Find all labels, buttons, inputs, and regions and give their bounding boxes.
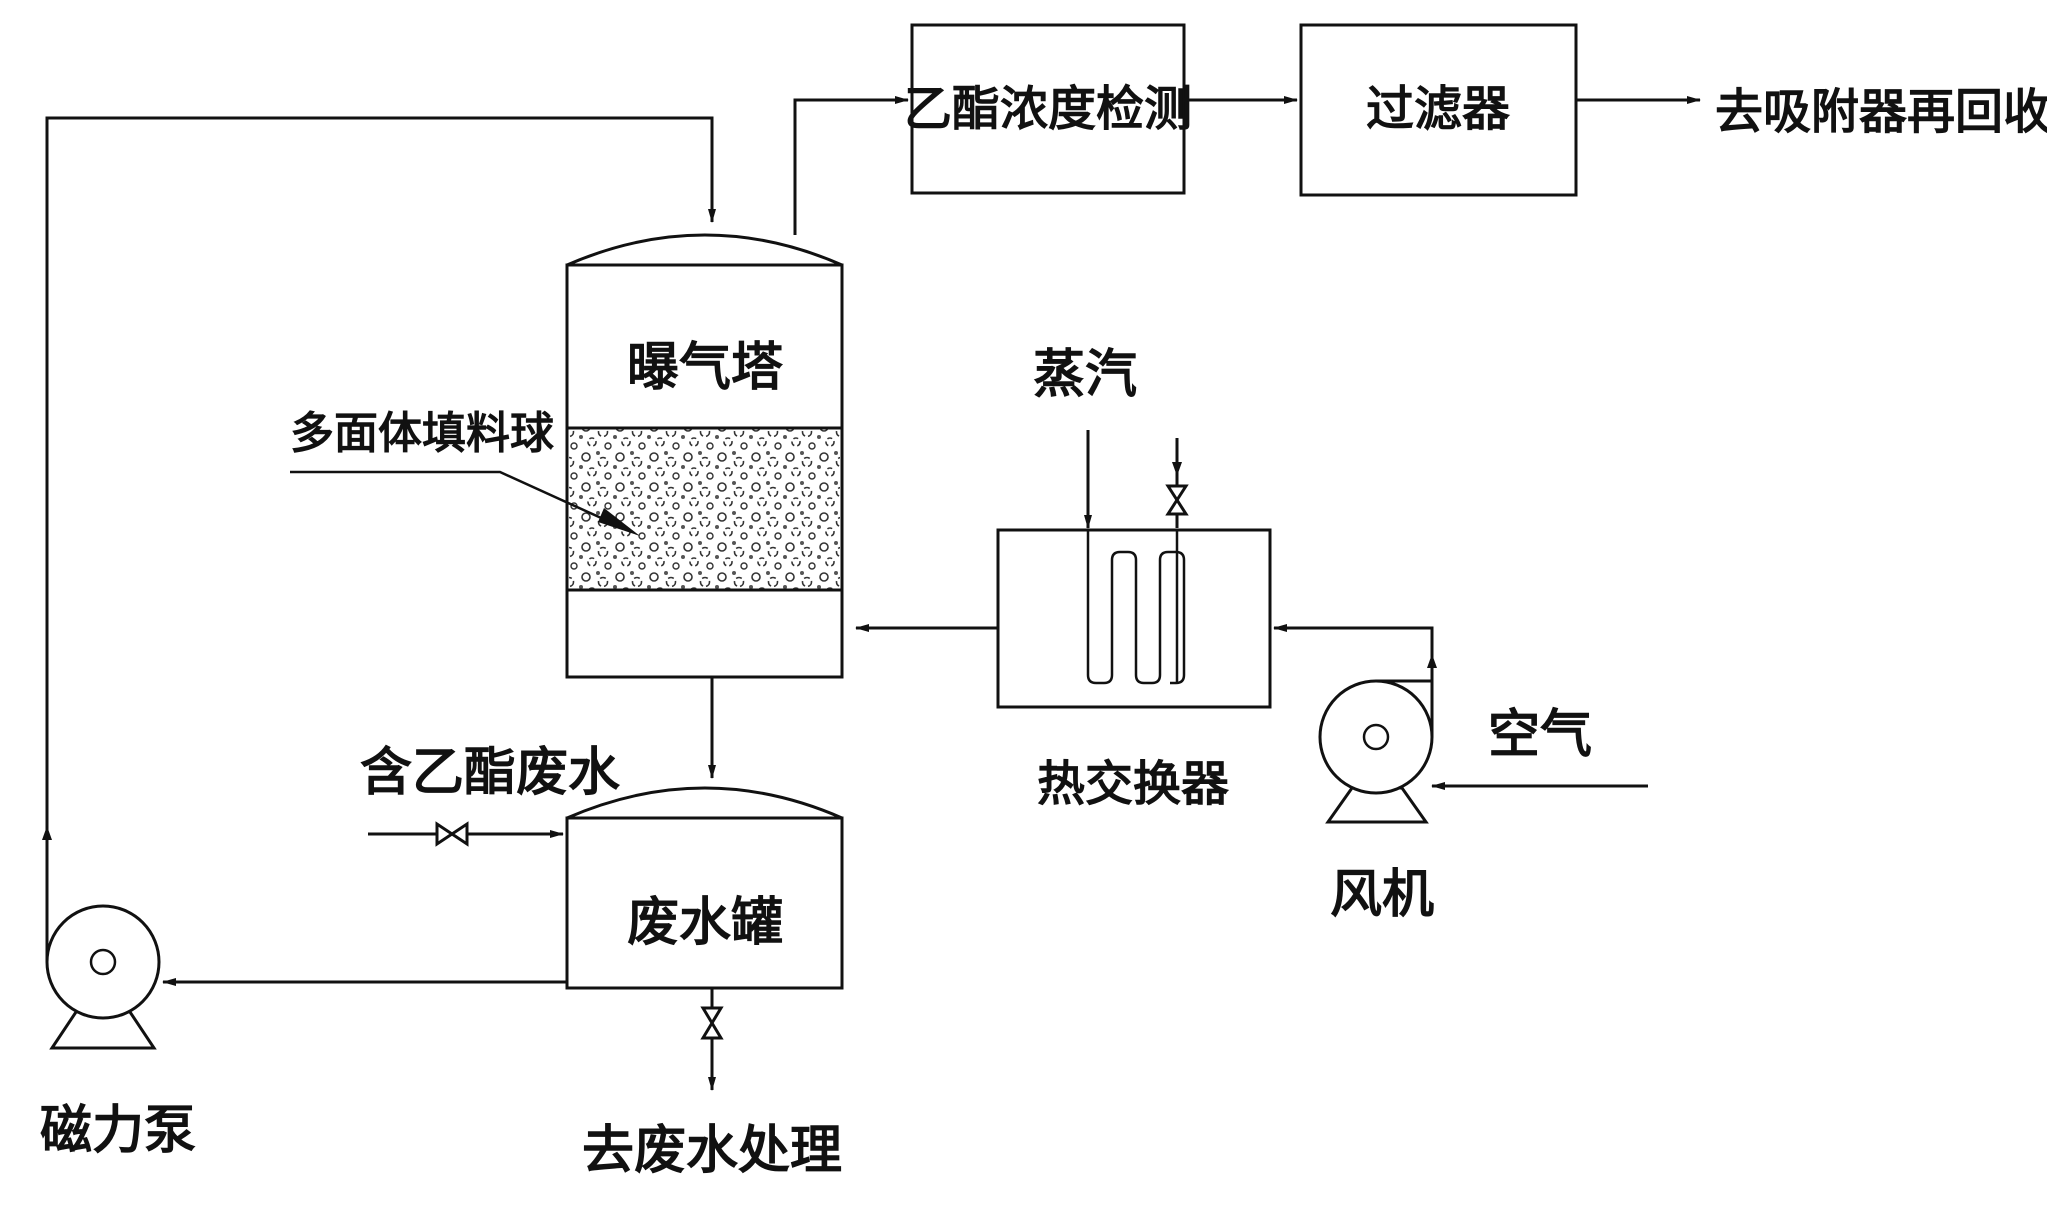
ester-detection-box <box>910 23 1186 195</box>
heat-exchanger-coil <box>1086 530 1186 685</box>
aeration-tower-dome <box>566 233 843 267</box>
packing-ball-arrowhead <box>598 508 640 536</box>
magnetic-pump <box>45 904 161 1050</box>
filter-box <box>1299 23 1578 197</box>
steam-label: 蒸汽 <box>1033 345 1137 405</box>
wastewater-tank <box>565 816 844 990</box>
aeration-tower-label: 曝气塔 <box>627 338 784 398</box>
recirculation-up-arrowhead <box>42 826 52 840</box>
packing-ball-label: 多面体填料球 <box>290 408 555 459</box>
heat-exchanger <box>996 528 1272 709</box>
ester-detection-label: 乙酯浓度检测 <box>904 81 1192 137</box>
condensate-valve[interactable] <box>1165 484 1189 516</box>
ester-wastewater-valve[interactable] <box>435 821 469 847</box>
wastewater-tank-dome <box>566 786 843 820</box>
fan-to-exchanger-line <box>1273 624 1434 700</box>
tower-to-detection-line <box>793 96 909 235</box>
tank-drain-valve[interactable] <box>700 1006 724 1040</box>
ester-wastewater-label: 含乙酯废水 <box>360 743 621 803</box>
condensate-arrowhead <box>1172 462 1182 476</box>
packing-bed <box>569 428 840 590</box>
packing-ball-leader <box>290 470 633 534</box>
air-label: 空气 <box>1488 705 1592 765</box>
magnetic-pump-label: 磁力泵 <box>40 1101 196 1161</box>
wastewater-tank-label: 废水罐 <box>627 893 783 953</box>
fan <box>1318 679 1434 824</box>
filter-label: 过滤器 <box>1366 81 1511 137</box>
recirculation-line <box>45 116 716 962</box>
heat-exchanger-label: 热交换器 <box>1037 756 1230 812</box>
to-adsorber-label: 去吸附器再回收 <box>1715 84 2047 140</box>
fan-riser-arrowhead <box>1427 654 1437 668</box>
fan-label: 风机 <box>1330 865 1434 925</box>
to-wastewater-treatment-label: 去废水处理 <box>582 1121 842 1181</box>
